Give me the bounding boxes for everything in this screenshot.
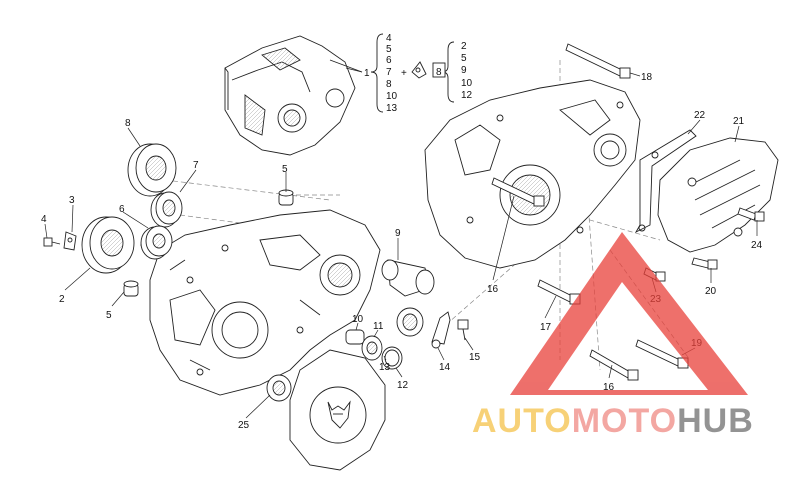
part-label-12: 12: [397, 380, 409, 391]
watermark-hub: HUB: [677, 402, 754, 440]
part-label-11: 11: [373, 321, 384, 332]
bearing-11: [361, 335, 383, 361]
part-label-14: 14: [439, 362, 451, 373]
right-crankcase-half: [424, 79, 641, 269]
svg-text:AUTOMOTOHUB: AUTOMOTOHUB: [472, 402, 754, 440]
left-crankcase-half: [149, 209, 381, 396]
group-list-1-item: 4: [386, 33, 392, 44]
bearing-2: [81, 216, 135, 274]
side-cover: [289, 349, 386, 471]
watermark-logo: AUTOMOTOHUB: [472, 232, 754, 440]
bearing-6: [140, 225, 173, 260]
part-label-17: 17: [540, 322, 552, 333]
seal-25: [266, 374, 292, 402]
retainer-3: [63, 231, 77, 251]
bush-5-top: [278, 189, 294, 206]
part-label-22: 22: [694, 110, 706, 121]
part-label-5-left: 5: [106, 310, 112, 321]
part-label-16-upper: 16: [487, 284, 499, 295]
group-list-1-item: 5: [386, 44, 392, 55]
part-label-3: 3: [69, 195, 75, 206]
group-list-1-item: 13: [386, 103, 398, 114]
bearing-8: [127, 143, 177, 197]
part-label-5-top: 5: [282, 164, 288, 175]
sleeve-9: [381, 259, 435, 297]
group-box: [432, 62, 446, 78]
part-label-8: 8: [125, 118, 131, 129]
group-list-2-item: 12: [461, 90, 473, 101]
part-label-15: 15: [469, 352, 481, 363]
group-list-2-item: 2: [461, 41, 467, 52]
group-list-2-item: 10: [461, 78, 473, 89]
group-list-1-item: 10: [386, 91, 398, 102]
part-label-20: 20: [705, 286, 717, 297]
oil-seal-12: [396, 307, 424, 337]
part-label-21: 21: [733, 116, 745, 127]
part-labels: 8 7 6 3 4 2 5 5 9 10 11 12 13 14 15 16 1…: [41, 68, 763, 431]
pump-cover: [657, 137, 779, 253]
part-label-24: 24: [751, 240, 763, 251]
part-label-16-lower: 16: [603, 382, 615, 393]
watermark-auto: AUTO: [472, 402, 572, 440]
group-list-2-item: 9: [461, 65, 467, 76]
part-label-1: 1: [364, 68, 370, 79]
part-label-13: 13: [379, 362, 391, 373]
group-list-2-item: 5: [461, 53, 467, 64]
bearing-7: [150, 191, 183, 228]
bush-5-left: [123, 280, 139, 297]
leader-lines: [44, 72, 758, 419]
group-list-2: 2 5 9 10 12: [461, 41, 473, 101]
group-list-1-item: 6: [386, 55, 392, 66]
part-label-7: 7: [193, 160, 199, 171]
crankcase-assembly-thumbnail: [224, 35, 356, 156]
part-label-9: 9: [395, 228, 401, 239]
part-label-25: 25: [238, 420, 250, 431]
group-box-label: 8: [436, 67, 442, 78]
group-list-1-item: 7: [386, 67, 392, 78]
screw-15: [457, 319, 469, 341]
group-list-1: 4 5 6 7 8 10 13: [386, 33, 398, 114]
part-label-6: 6: [119, 204, 125, 215]
part-label-10: 10: [352, 314, 364, 325]
lever-14: [431, 311, 451, 349]
screw-4: [43, 237, 61, 247]
part-label-4: 4: [41, 214, 47, 225]
watermark-moto: MOTO: [572, 402, 677, 440]
part-label-18: 18: [641, 72, 653, 83]
seal-kit-icon: [411, 61, 427, 79]
group-list-1-item: 8: [386, 79, 392, 90]
part-label-2: 2: [59, 294, 65, 305]
group-plus-sign: +: [401, 68, 407, 79]
bush-10: [345, 329, 365, 345]
